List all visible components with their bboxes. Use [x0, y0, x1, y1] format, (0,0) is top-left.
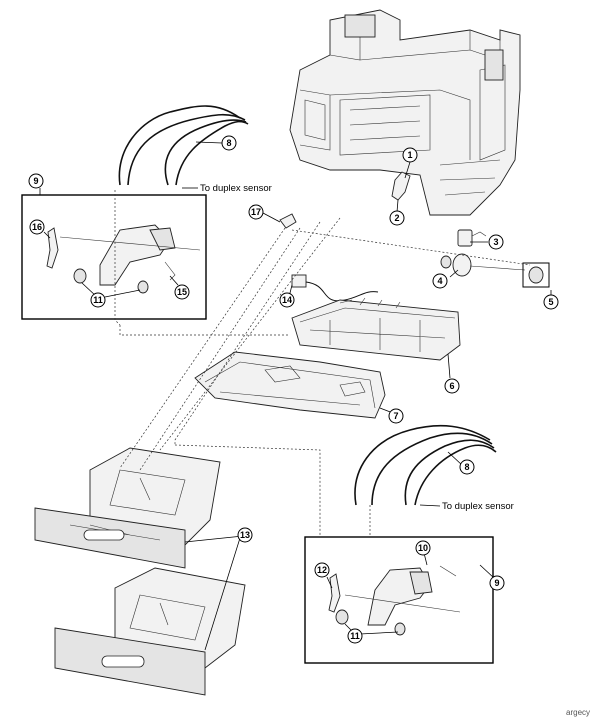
svg-text:7: 7 — [393, 411, 398, 421]
svg-text:10: 10 — [418, 543, 428, 553]
printer-frame — [289, 9, 521, 216]
callout-1: 1 — [402, 147, 418, 163]
svg-text:17: 17 — [251, 207, 261, 217]
callout-16: 16 — [29, 219, 45, 235]
guide-6 — [291, 297, 461, 361]
callout-13: 13 — [237, 527, 253, 543]
svg-text:15: 15 — [177, 287, 187, 297]
callout-2: 2 — [389, 210, 405, 226]
callout-15: 15 — [174, 284, 190, 300]
svg-text:14: 14 — [282, 295, 292, 305]
svg-text:2: 2 — [394, 213, 399, 223]
feed-assembly-right — [328, 565, 461, 636]
leader-lines — [39, 141, 552, 651]
svg-text:9: 9 — [33, 176, 38, 186]
tray-cover-7 — [194, 351, 386, 419]
detail-box-right — [304, 536, 494, 664]
alignment-lines — [114, 190, 531, 537]
pick-roller — [522, 262, 550, 288]
callout-12: 12 — [314, 562, 330, 578]
duplex-sensor-note-top: To duplex sensor — [200, 183, 272, 194]
svg-text:11: 11 — [350, 631, 360, 641]
svg-text:6: 6 — [449, 381, 454, 391]
callout-3: 3 — [488, 234, 504, 250]
svg-text:16: 16 — [32, 222, 42, 232]
callout-8-top: 8 — [221, 135, 237, 151]
callout-4: 4 — [432, 273, 448, 289]
svg-text:4: 4 — [437, 276, 442, 286]
svg-text:3: 3 — [493, 237, 498, 247]
cable-14 — [291, 274, 379, 302]
solenoid — [457, 229, 487, 247]
watermark: argecy — [566, 708, 590, 717]
callout-9-left: 9 — [28, 173, 44, 189]
sensor-17 — [279, 213, 297, 229]
detail-box-left — [21, 194, 207, 320]
callout-17: 17 — [248, 204, 264, 220]
callout-11-right: 11 — [347, 628, 363, 644]
svg-text:8: 8 — [464, 462, 469, 472]
callout-14: 14 — [279, 292, 295, 308]
svg-text:9: 9 — [494, 578, 499, 588]
svg-text:1: 1 — [407, 150, 412, 160]
callout-8-bottom: 8 — [459, 459, 475, 475]
callout-10: 10 — [415, 540, 431, 556]
callout-9-right: 9 — [489, 575, 505, 591]
cable-harness-top — [118, 105, 249, 186]
tray-lower — [54, 567, 246, 696]
callout-11-left: 11 — [90, 292, 106, 308]
sensor-bracket — [391, 171, 411, 201]
svg-text:13: 13 — [240, 530, 250, 540]
svg-text:11: 11 — [93, 295, 103, 305]
callout-7: 7 — [388, 408, 404, 424]
callout-5: 5 — [543, 294, 559, 310]
svg-text:8: 8 — [226, 138, 231, 148]
callout-6: 6 — [444, 378, 460, 394]
duplex-sensor-note-bottom: To duplex sensor — [442, 501, 514, 512]
gear-clutch — [440, 253, 526, 277]
svg-text:5: 5 — [548, 297, 553, 307]
svg-text:12: 12 — [317, 565, 327, 575]
feed-assembly-left — [46, 224, 201, 294]
cable-harness-bottom — [354, 424, 497, 506]
tray-upper — [34, 447, 221, 569]
